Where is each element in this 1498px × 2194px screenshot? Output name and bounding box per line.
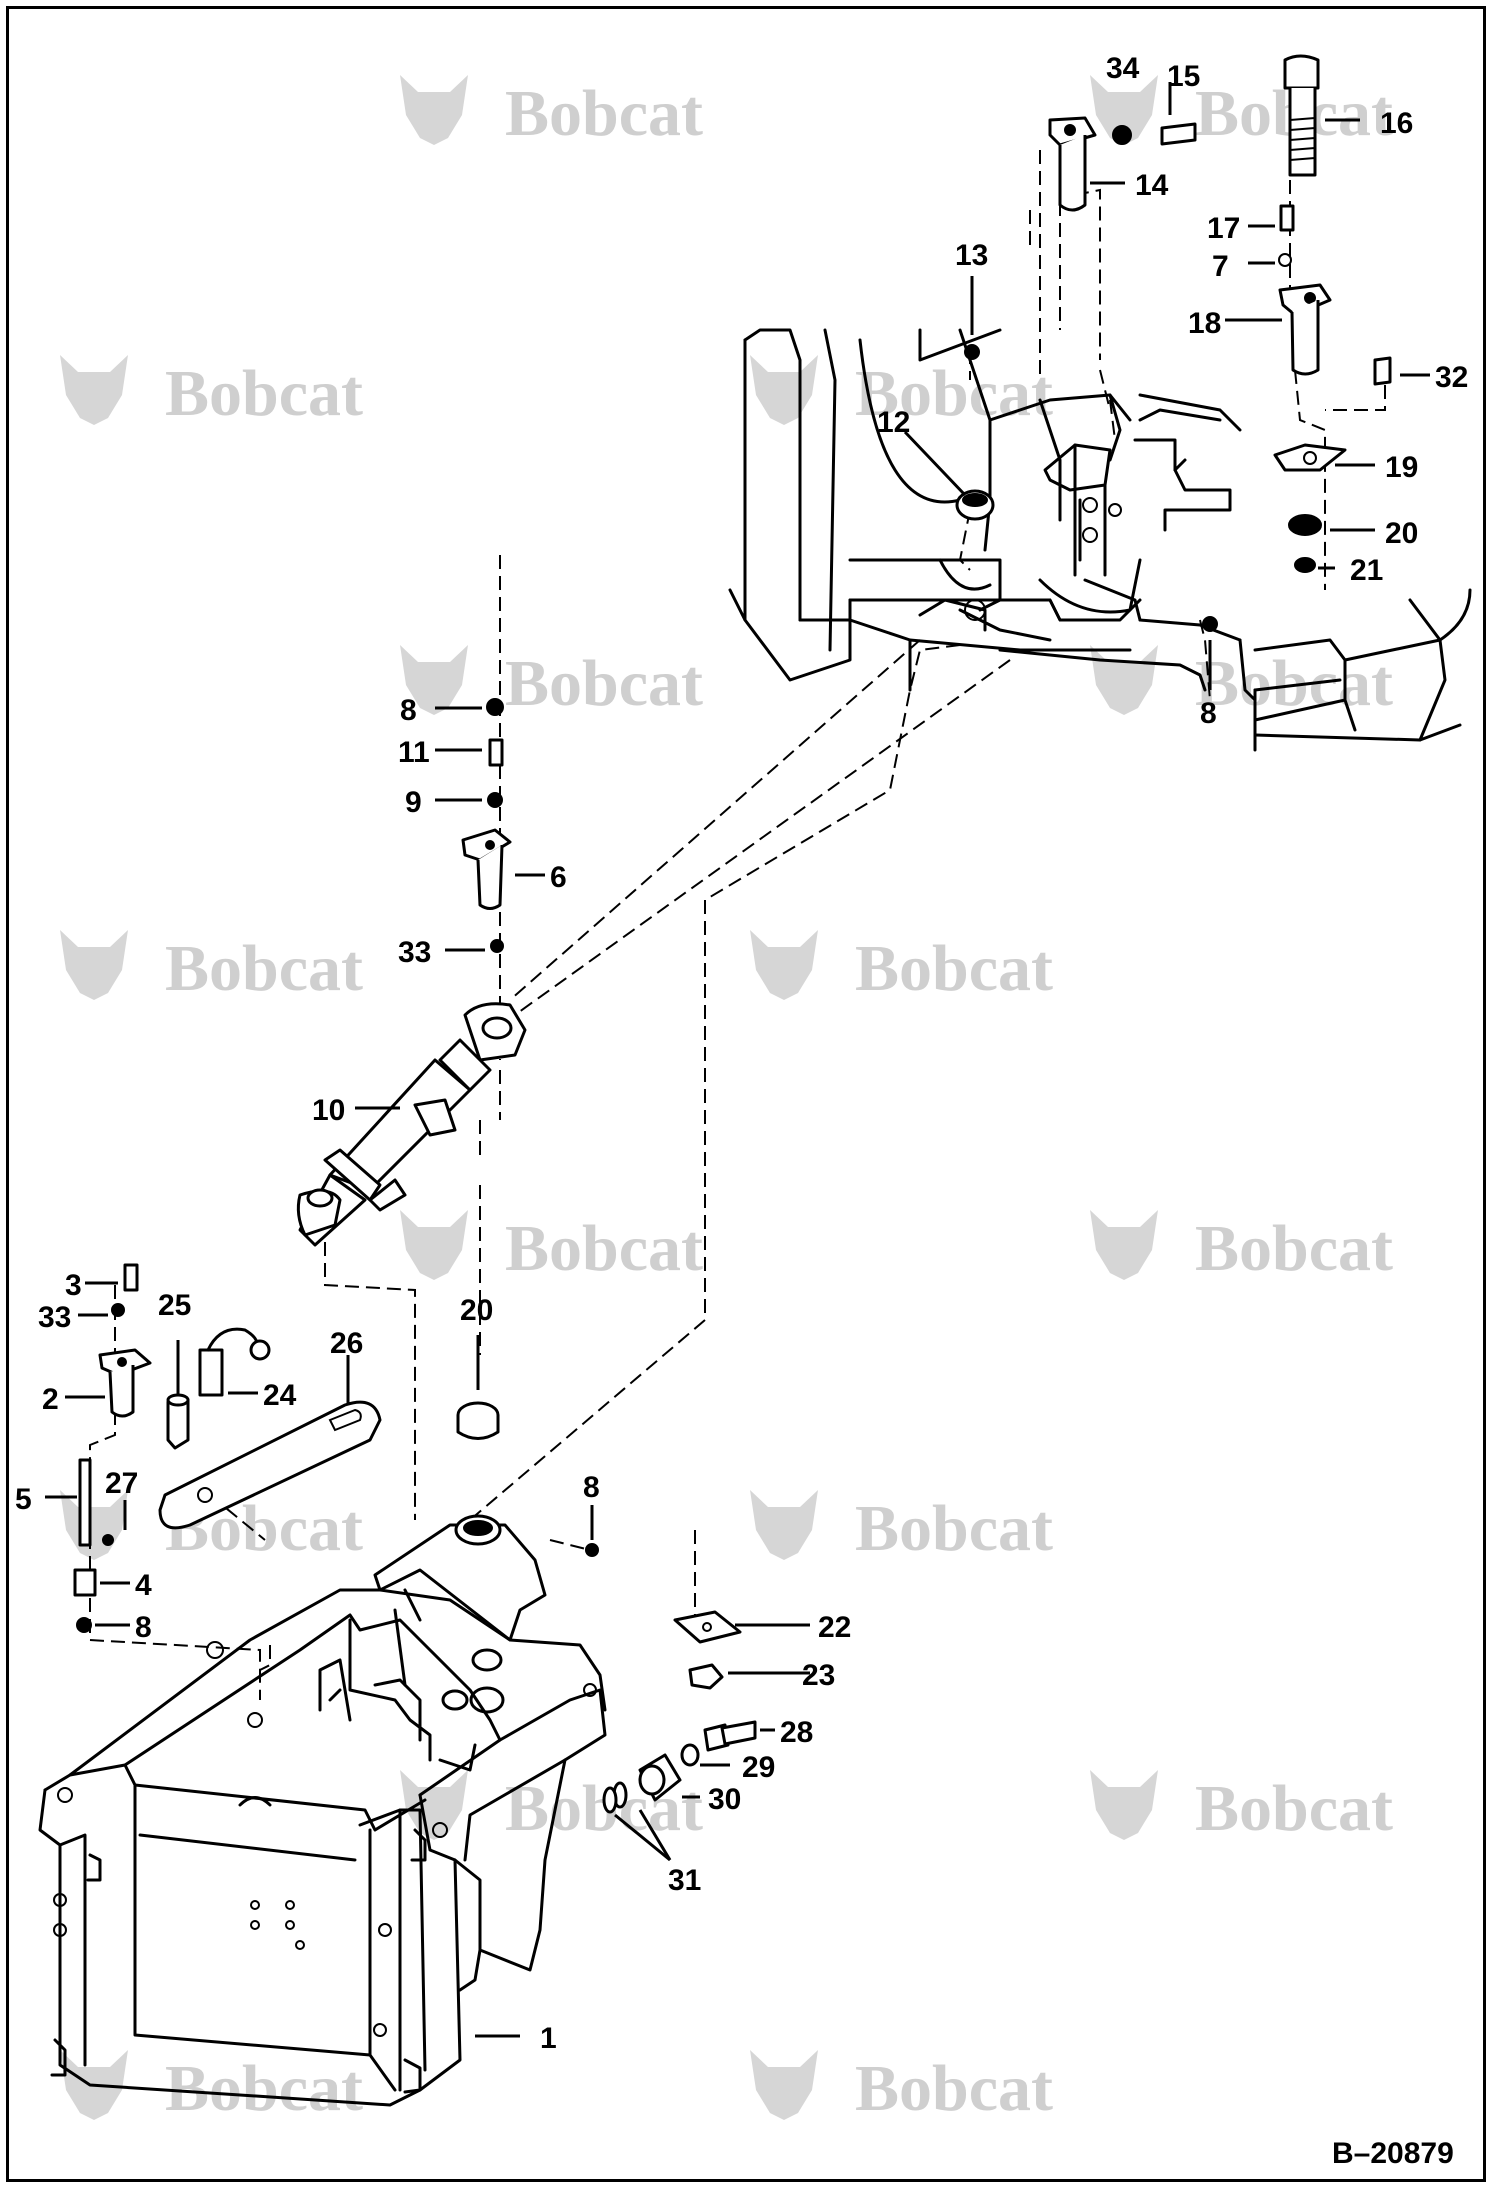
bobcat-watermark: Bobcat bbox=[60, 930, 363, 1005]
cylinder-assembly bbox=[296, 698, 527, 1247]
bobcat-watermark: Bobcat bbox=[400, 645, 703, 720]
watermark-text: Bobcat bbox=[505, 1212, 703, 1285]
watermark-text: Bobcat bbox=[855, 2052, 1053, 2125]
callout-18: 18 bbox=[1188, 307, 1221, 340]
lower-link-parts bbox=[73, 1263, 382, 1633]
bobcat-logo-icon bbox=[60, 930, 128, 1000]
callout-14: 14 bbox=[1135, 169, 1169, 202]
bobcat-logo-icon bbox=[750, 2050, 818, 2120]
drawing-code: B–20879 bbox=[1332, 2137, 1454, 2170]
watermark-text: Bobcat bbox=[1195, 647, 1393, 720]
callout-17: 17 bbox=[1207, 212, 1240, 245]
bobcat-logo-icon bbox=[1090, 1770, 1158, 1840]
watermark-text: Bobcat bbox=[855, 357, 1053, 430]
callout-26: 26 bbox=[330, 1327, 363, 1360]
swing-frame-drawing bbox=[38, 1568, 607, 2107]
callout-33-lower: 33 bbox=[38, 1301, 71, 1334]
bobcat-logo-icon bbox=[400, 1210, 468, 1280]
callout-8-center: 8 bbox=[583, 1471, 600, 1504]
callout-leader-lines bbox=[45, 82, 1430, 2038]
bobcat-logo-icon bbox=[1090, 1210, 1158, 1280]
bobcat-logo-icon bbox=[1090, 645, 1158, 715]
watermark-text: Bobcat bbox=[165, 357, 363, 430]
bobcat-watermark: Bobcat bbox=[750, 2050, 1053, 2125]
callout-29: 29 bbox=[742, 1751, 775, 1784]
bobcat-watermark: Bobcat bbox=[1090, 75, 1393, 150]
upper-pivot-parts bbox=[955, 54, 1392, 632]
bobcat-watermark: Bobcat bbox=[60, 355, 363, 430]
callout-24: 24 bbox=[263, 1379, 297, 1412]
callout-23: 23 bbox=[802, 1659, 835, 1692]
watermark-text: Bobcat bbox=[1195, 1212, 1393, 1285]
callout-12: 12 bbox=[877, 406, 910, 439]
callout-32: 32 bbox=[1435, 361, 1468, 394]
callout-22: 22 bbox=[818, 1611, 851, 1644]
center-lower-parts bbox=[373, 1401, 757, 1814]
callout-27: 27 bbox=[105, 1467, 138, 1500]
callout-2: 2 bbox=[42, 1383, 59, 1416]
bobcat-logo-icon bbox=[60, 355, 128, 425]
callout-8-cylinder: 8 bbox=[400, 694, 417, 727]
watermark-text: Bobcat bbox=[855, 932, 1053, 1005]
callout-8-upper-right: 8 bbox=[1200, 697, 1217, 730]
assembly-guide-lines bbox=[89, 150, 1386, 1700]
callout-11: 11 bbox=[398, 736, 430, 769]
callout-15: 15 bbox=[1167, 60, 1200, 93]
watermark-text: Bobcat bbox=[1195, 1772, 1393, 1845]
callout-7: 7 bbox=[1212, 250, 1229, 283]
bobcat-watermark: Bobcat bbox=[1090, 1770, 1393, 1845]
callout-4: 4 bbox=[135, 1569, 152, 1602]
bobcat-logo-icon bbox=[400, 645, 468, 715]
callout-19: 19 bbox=[1385, 451, 1418, 484]
watermark-text: Bobcat bbox=[165, 2052, 363, 2125]
bobcat-watermark: Bobcat bbox=[400, 75, 703, 150]
watermark-text: Bobcat bbox=[505, 77, 703, 150]
callout-20-upper: 20 bbox=[1385, 517, 1418, 550]
bobcat-logo-icon bbox=[400, 1770, 468, 1840]
bobcat-logo-icon bbox=[750, 1490, 818, 1560]
bobcat-watermark: Bobcat bbox=[1090, 1210, 1393, 1285]
bobcat-logo-icon bbox=[400, 75, 468, 145]
callout-8-lower-left: 8 bbox=[135, 1611, 152, 1644]
watermark-text: Bobcat bbox=[165, 932, 363, 1005]
callout-34: 34 bbox=[1106, 52, 1140, 85]
callout-31: 31 bbox=[668, 1864, 701, 1897]
callout-33-cylinder: 33 bbox=[398, 936, 431, 969]
callout-30: 30 bbox=[708, 1783, 741, 1816]
callout-9: 9 bbox=[405, 786, 422, 819]
callout-6: 6 bbox=[550, 861, 567, 894]
watermark-text: Bobcat bbox=[855, 1492, 1053, 1565]
callout-20-lower: 20 bbox=[460, 1294, 493, 1327]
bobcat-watermark: Bobcat bbox=[750, 930, 1053, 1005]
bobcat-logo-icon bbox=[750, 355, 818, 425]
bobcat-watermark: Bobcat bbox=[1090, 645, 1393, 720]
callout-3: 3 bbox=[65, 1269, 82, 1302]
callout-25: 25 bbox=[158, 1289, 191, 1322]
callout-28: 28 bbox=[780, 1716, 813, 1749]
bobcat-logo-icon bbox=[750, 930, 818, 1000]
callout-21: 21 bbox=[1350, 554, 1383, 587]
bobcat-logo-icon bbox=[1090, 75, 1158, 145]
callout-16: 16 bbox=[1380, 107, 1413, 140]
callout-10: 10 bbox=[312, 1094, 345, 1127]
callout-labels: 34 15 16 14 13 17 7 18 32 12 19 20 21 8 … bbox=[15, 52, 1468, 2055]
callout-5: 5 bbox=[15, 1483, 32, 1516]
callout-13: 13 bbox=[955, 239, 988, 272]
bobcat-logo-icon bbox=[60, 1490, 128, 1560]
bobcat-watermark: Bobcat bbox=[400, 1210, 703, 1285]
machine-body-drawing bbox=[728, 328, 1472, 752]
watermark-text: Bobcat bbox=[505, 647, 703, 720]
bobcat-watermark: Bobcat bbox=[750, 1490, 1053, 1565]
callout-1: 1 bbox=[540, 2022, 557, 2055]
